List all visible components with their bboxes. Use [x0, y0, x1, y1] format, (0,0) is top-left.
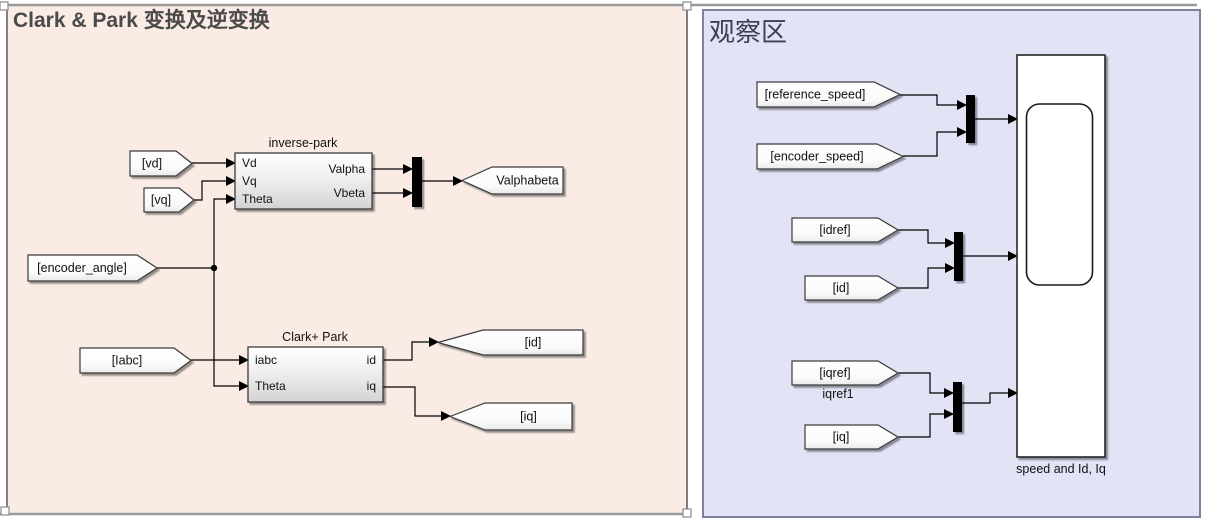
wire-iq-to-mux3[interactable]: [898, 409, 954, 438]
scope-name: speed and Id, Iq: [1016, 462, 1106, 476]
selection-handle-bottom-right[interactable]: [682, 508, 692, 518]
selection-handle-top-left[interactable]: [0, 1, 9, 11]
goto-tag-iq[interactable]: [448, 402, 573, 431]
from-tag-iabc[interactable]: [79, 347, 193, 374]
inverse-park-port-vd: Vd: [242, 156, 257, 170]
left-area-title: Clark & Park 变换及逆变换: [13, 8, 271, 32]
clark-park-port-theta: Theta: [255, 379, 286, 393]
from-tag-vd[interactable]: [129, 150, 193, 177]
from-tag-encoder-angle[interactable]: [27, 254, 159, 282]
goto-tag-iq-label: [iq]: [520, 410, 537, 424]
from-tag-reference-speed-label: [reference_speed]: [765, 88, 866, 102]
wire-vq-to-inverse-park[interactable]: [193, 176, 236, 201]
selection-handle-top-right[interactable]: [682, 1, 692, 11]
from-tag-iq-label: [iq]: [833, 430, 850, 444]
selection-handle-bottom-left[interactable]: [0, 506, 10, 516]
wire-junction-dot: [210, 264, 218, 272]
wire-iq-to-goto[interactable]: [383, 386, 451, 421]
from-tag-vq-label: [vq]: [151, 193, 171, 207]
mux-valphabeta[interactable]: [412, 157, 422, 207]
from-tag-encoder-speed-label: [encoder_speed]: [770, 150, 863, 164]
goto-tag-id[interactable]: [435, 329, 584, 356]
from-tag-reference-speed[interactable]: [756, 81, 902, 108]
inverse-park-port-theta: Theta: [242, 192, 273, 206]
from-tag-encoder-speed[interactable]: [756, 143, 905, 170]
clark-park-port-iabc: iabc: [255, 353, 277, 367]
mux-speed[interactable]: [966, 95, 975, 143]
iqref1-caption: iqref1: [822, 387, 853, 401]
from-tag-id[interactable]: [804, 275, 900, 301]
inverse-park-block[interactable]: [234, 152, 373, 210]
clark-park-port-id: id: [367, 353, 376, 367]
wire-idref-to-mux2[interactable]: [898, 229, 955, 248]
from-tag-iqref[interactable]: [791, 360, 900, 386]
wire-encoder-angle-to-inverse-park[interactable]: [213, 194, 236, 268]
clark-park-name: Clark+ Park: [282, 330, 348, 344]
inverse-park-port-valpha: Valpha: [329, 162, 366, 176]
goto-tag-valphabeta-label: Valphabeta: [496, 174, 558, 188]
wire-mux3-to-scope[interactable]: [962, 388, 1018, 404]
clark-park-block[interactable]: [247, 346, 384, 403]
from-tag-id-label: [id]: [833, 281, 850, 295]
goto-tag-id-label: [id]: [525, 336, 542, 350]
inverse-park-name: inverse-park: [269, 136, 339, 150]
wire-iqref-to-mux3[interactable]: [898, 372, 954, 398]
from-tag-idref-label: [idref]: [819, 223, 850, 237]
wire-encoder-speed-to-mux1[interactable]: [903, 127, 967, 157]
right-area-title: 观察区: [709, 17, 787, 47]
from-tag-idref[interactable]: [791, 217, 900, 243]
from-tag-iabc-label: [Iabc]: [112, 354, 143, 368]
goto-tag-valphabeta[interactable]: [460, 166, 564, 195]
from-tag-vd-label: [vd]: [142, 157, 162, 171]
scope-screen: [1025, 103, 1094, 286]
wire-id-to-mux2[interactable]: [898, 263, 955, 289]
mux-iq[interactable]: [953, 382, 962, 432]
clark-park-port-iq: iq: [367, 379, 376, 393]
inverse-park-port-vbeta: Vbeta: [334, 186, 366, 200]
wire-id-to-goto[interactable]: [383, 337, 439, 361]
wire-reference-speed-to-mux1[interactable]: [900, 94, 967, 110]
wire-encoder-angle-to-clark-park[interactable]: [213, 268, 249, 391]
from-tag-iqref-label: [iqref]: [819, 366, 850, 380]
mux-id[interactable]: [954, 232, 963, 281]
from-tag-iq[interactable]: [804, 424, 900, 450]
from-tag-vq[interactable]: [143, 187, 195, 213]
inverse-park-port-vq: Vq: [242, 174, 257, 188]
from-tag-encoder-angle-label: [encoder_angle]: [37, 261, 127, 275]
